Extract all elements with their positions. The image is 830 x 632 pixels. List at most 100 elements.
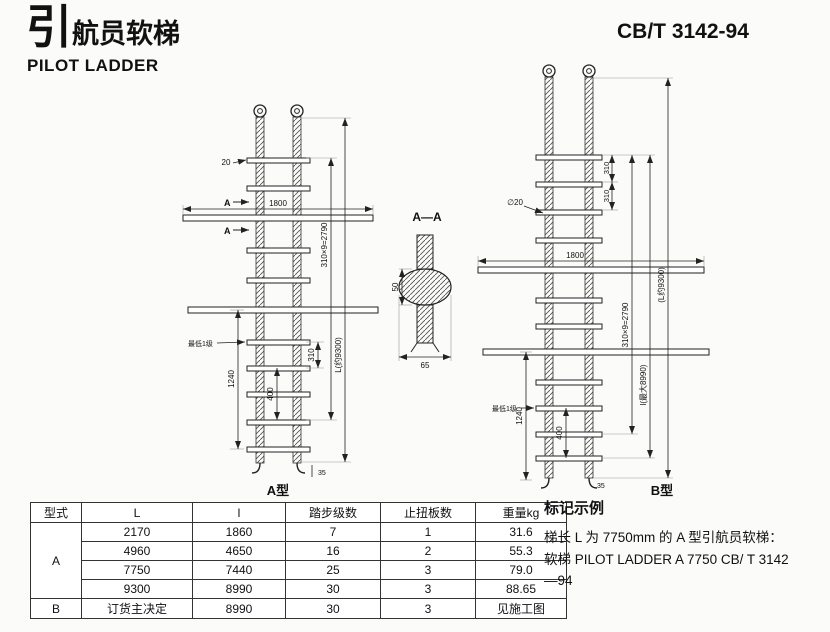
section-aa-dim-65: 65 <box>421 361 430 370</box>
page-title-rest: 航员软梯 <box>72 19 180 49</box>
ladder-b-hook-right <box>588 477 598 489</box>
ladder-b-dimension-lines <box>478 78 704 480</box>
ladder-a-spreader-2 <box>187 306 379 314</box>
section-aa-step-section <box>398 268 452 306</box>
ladder-a-dimension-lines <box>183 118 373 477</box>
ladder-b-note-lowest: 最低1级 <box>492 404 517 413</box>
col-header-l: l <box>192 502 286 523</box>
technical-drawing: 20 1800 310 310×9=2790 L(约9300) 1240 400… <box>182 64 710 498</box>
marking-example-block: 标记示例 梯长 L 为 7750mm 的 A 型引航员软梯： 软梯 PILOT … <box>544 497 826 592</box>
ladder-a-dim-1800: 1800 <box>269 199 287 208</box>
cell-l: 7440 <box>192 560 286 580</box>
cell-antitwist: 3 <box>380 560 476 580</box>
page-title-big-char: 引 <box>26 1 72 53</box>
ladder-b-dim-phi20: ∅20 <box>507 198 523 207</box>
cell-steps: 30 <box>285 579 381 599</box>
ladder-b-dim-310-2: 310 <box>602 190 611 203</box>
section-aa-dim-50: 50 <box>391 282 400 291</box>
page-title: 引航员软梯 <box>26 4 180 51</box>
marking-example-heading: 标记示例 <box>544 500 605 517</box>
section-aa-label: A—A <box>412 210 442 224</box>
ladder-a-dim-20: 20 <box>222 158 231 167</box>
ladder-b-eye-left <box>542 64 556 78</box>
ladder-a-leader-lowest <box>216 339 246 346</box>
spec-table: 型式 L l 踏步级数 止扭板数 重量kg A 2170 1860 7 1 31… <box>30 502 567 619</box>
cell-steps: 25 <box>285 560 381 580</box>
ladder-b-drawing: ∅20 1800 310 310 310×9=2790 l(最大8990) (L… <box>477 64 710 498</box>
cell-antitwist: 3 <box>380 579 476 599</box>
ladder-b-dim-total: (L约9300) <box>656 267 666 303</box>
ladder-a-section-mark-bottom: A <box>224 226 231 236</box>
ladder-b-rope-right <box>584 76 594 479</box>
cell-l: 8990 <box>192 579 286 599</box>
cell-L: 7750 <box>81 560 193 580</box>
cell-L: 9300 <box>81 579 193 599</box>
col-header-steps: 踏步级数 <box>285 502 381 523</box>
col-header-antitwist: 止扭板数 <box>380 502 476 523</box>
cell-l: 4650 <box>192 541 286 561</box>
type-group-b: B <box>30 598 82 619</box>
ladder-b-rungs <box>535 154 603 462</box>
ladder-a-extension-lines <box>182 117 374 463</box>
page-subtitle-en: PILOT LADDER <box>27 56 159 75</box>
marking-example-line1: 梯长 L 为 7750mm 的 A 型引航员软梯： <box>544 530 783 545</box>
ladder-a-eye-right <box>290 104 304 118</box>
cell-l: 8990 <box>192 598 286 619</box>
ladder-b-rope-left <box>544 76 554 479</box>
ladder-b-dim-l: l(最大8990) <box>638 364 648 405</box>
ladder-b-eye-right <box>582 64 596 78</box>
ladder-a-spreader-1 <box>182 214 374 222</box>
cell-L: 2170 <box>81 522 193 542</box>
table-row: B 订货主决定 8990 30 3 见施工图 <box>30 598 567 619</box>
col-header-weight: 重量kg <box>475 502 567 523</box>
ladder-b-leader-phi20 <box>523 205 544 214</box>
section-aa-rope-top <box>416 234 434 270</box>
ladder-b-dim-310-1: 310 <box>602 162 611 175</box>
cell-steps: 16 <box>285 541 381 561</box>
cell-l: 1860 <box>192 522 286 542</box>
table-row: 4960 4650 16 2 55.3 <box>31 541 567 561</box>
standard-number: CB/T 3142-94 <box>617 20 749 43</box>
cell-steps: 7 <box>285 522 381 542</box>
cell-steps: 30 <box>285 598 381 619</box>
ladder-a-dim-1240: 1240 <box>227 370 236 388</box>
cell-antitwist: 1 <box>380 522 476 542</box>
ladder-a-eye-left <box>253 104 267 118</box>
ladder-a-dim-310: 310 <box>307 348 316 362</box>
spec-table-header-row: 型式 L l 踏步级数 止扭板数 重量kg <box>30 502 567 523</box>
ladder-b-dim-1240: 1240 <box>515 407 524 425</box>
ladder-b-hook-left <box>540 477 550 489</box>
ladder-a-dim-310x9: 310×9=2790 <box>320 222 329 267</box>
cell-antitwist: 2 <box>380 541 476 561</box>
ladder-b-label: B型 <box>651 483 673 498</box>
marking-example-line3: —94 <box>544 573 573 589</box>
marking-example-line2: 软梯 PILOT LADDER A 7750 CB/ T 3142 <box>544 551 789 567</box>
col-header-L: L <box>81 502 193 523</box>
ladder-b-spreader-2 <box>482 348 710 356</box>
table-row: 7750 7440 25 3 79.0 <box>31 560 567 580</box>
ladder-a-hook-right <box>296 462 306 474</box>
section-aa-rope-bottom <box>416 304 434 344</box>
ladder-a-rope-right <box>292 116 302 464</box>
ladder-a-rope-left <box>255 116 265 464</box>
cell-weight: 31.6 <box>475 522 567 542</box>
ladder-a-dim-total: L(约9300) <box>333 337 343 373</box>
ladder-a-dim-35: 35 <box>318 470 326 477</box>
col-header-type: 型式 <box>30 502 82 523</box>
ladder-a-section-mark-top: A <box>224 198 231 208</box>
ladder-a-drawing: 20 1800 310 310×9=2790 L(约9300) 1240 400… <box>182 104 379 498</box>
cell-L: 4960 <box>81 541 193 561</box>
ladder-b-dim-1800: 1800 <box>566 251 584 260</box>
table-row: A 2170 1860 7 1 31.6 <box>30 522 567 599</box>
type-group-a: A <box>30 522 82 599</box>
cell-L: 订货主决定 <box>81 598 193 619</box>
cell-antitwist: 3 <box>380 598 476 619</box>
ladder-b-dim-35: 35 <box>597 483 605 490</box>
ladder-a-hook-left <box>251 462 261 474</box>
table-row: 9300 8990 30 3 88.65 <box>31 579 567 599</box>
ladder-b-dim-310x9: 310×9=2790 <box>621 302 630 347</box>
ladder-a-leader-20 <box>232 158 247 165</box>
ladder-b-spreader-1 <box>477 266 705 274</box>
ladder-a-note-lowest: 最低1级 <box>188 339 213 348</box>
